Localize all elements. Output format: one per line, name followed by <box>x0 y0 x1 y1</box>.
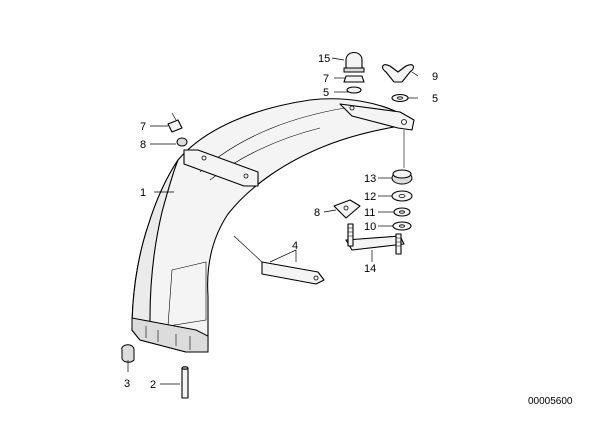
damper-stack-part[interactable] <box>391 169 413 231</box>
nut-7-top-part[interactable] <box>343 75 365 83</box>
callout-15[interactable]: 15 <box>318 53 330 65</box>
callout-12[interactable]: 12 <box>364 191 376 203</box>
callout-8-left[interactable]: 8 <box>140 139 146 151</box>
reference-number: 00005600 <box>528 396 573 407</box>
callout-13[interactable]: 13 <box>364 173 376 185</box>
washer-8-left-part[interactable] <box>176 137 188 147</box>
callout-8-right[interactable]: 8 <box>314 207 320 219</box>
washer-5-top-part[interactable] <box>346 86 362 94</box>
callout-4[interactable]: 4 <box>292 240 298 252</box>
callout-7-left[interactable]: 7 <box>140 121 146 133</box>
nut-3-part[interactable] <box>121 344 135 363</box>
bracket-14-part[interactable] <box>345 223 405 255</box>
callout-5-top[interactable]: 5 <box>323 87 329 99</box>
callout-2[interactable]: 2 <box>150 379 156 391</box>
wing-nut-9-part[interactable] <box>381 64 415 83</box>
plate-8-part[interactable] <box>333 199 361 219</box>
callout-1[interactable]: 1 <box>140 187 146 199</box>
callout-14[interactable]: 14 <box>364 263 376 275</box>
strap-part[interactable] <box>233 235 325 285</box>
nut-7-left-part[interactable] <box>167 119 183 133</box>
callout-3[interactable]: 3 <box>124 378 130 390</box>
cap-nut-15-part[interactable] <box>343 51 365 73</box>
callout-5-right[interactable]: 5 <box>432 93 438 105</box>
callout-7-top[interactable]: 7 <box>323 73 329 85</box>
callout-9[interactable]: 9 <box>432 71 438 83</box>
callout-11[interactable]: 11 <box>364 207 375 219</box>
pin-2-part[interactable] <box>181 366 189 399</box>
washer-5-right-part[interactable] <box>391 93 409 103</box>
callout-10[interactable]: 10 <box>364 221 376 233</box>
fender-part[interactable] <box>131 98 415 353</box>
